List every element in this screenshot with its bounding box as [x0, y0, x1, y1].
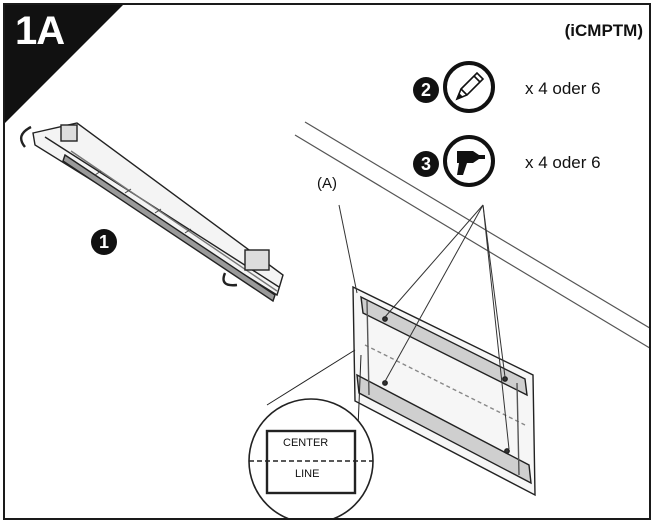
center-label: CENTER: [283, 437, 329, 449]
tool-2-quantity: x 4 oder 6: [525, 79, 601, 98]
step-corner-banner: [5, 5, 123, 123]
model-code: (iCMPTM): [564, 21, 643, 40]
line-label: LINE: [295, 468, 320, 480]
assembly-illustration: [19, 121, 649, 518]
bracket-label: (A): [317, 175, 337, 192]
tool-2-badge: 2: [413, 77, 439, 103]
part-1-badge: 1: [91, 229, 117, 255]
level-rail: [19, 122, 284, 303]
wall-bracket: [352, 285, 536, 497]
tool-3-badge: 3: [413, 151, 439, 177]
step-title: 1A: [15, 9, 65, 53]
leader-lines: [338, 204, 510, 450]
tool-3-quantity: x 4 oder 6: [525, 153, 601, 172]
center-line-magnifier: [248, 349, 374, 518]
drill-icon: [443, 135, 495, 187]
instruction-panel: 1A (iCMPTM) 1 2 x 4 oder 6 3 x 4 oder 6 …: [3, 3, 651, 520]
wall-lines: [294, 121, 649, 349]
pencil-icon: [443, 61, 495, 113]
